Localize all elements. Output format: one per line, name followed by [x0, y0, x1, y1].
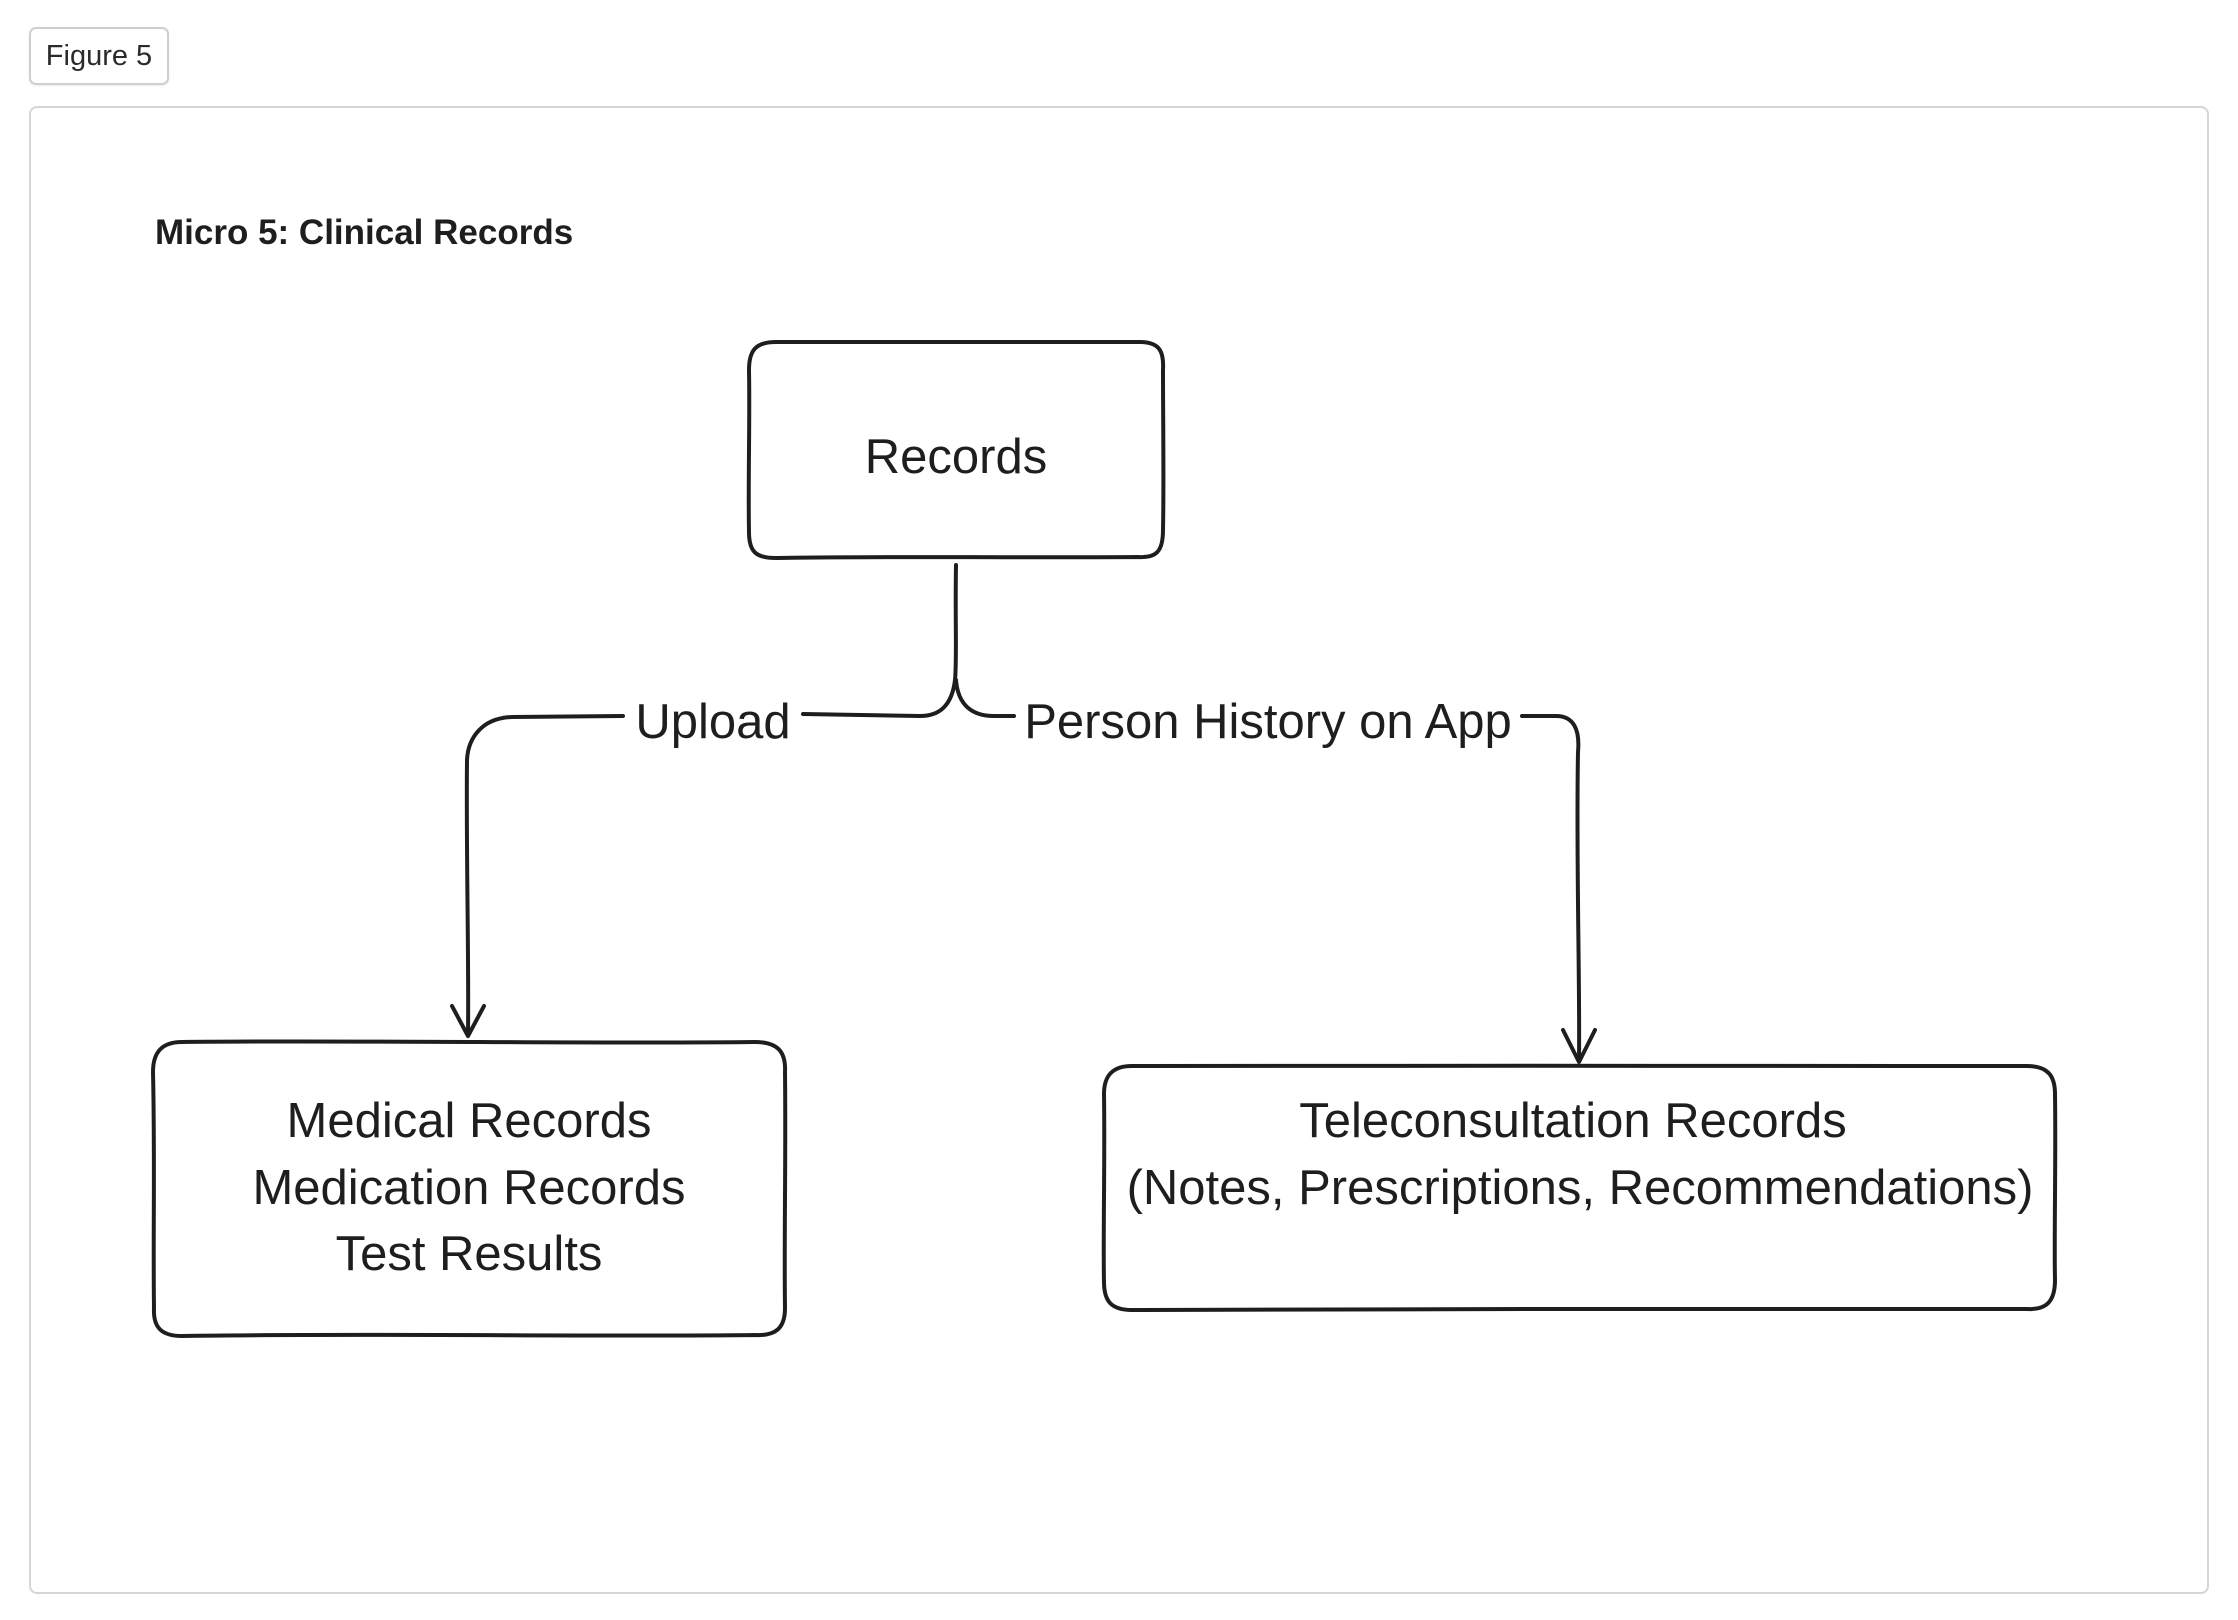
edge-history-line-left	[954, 678, 1016, 718]
node-teleconsultation-records[interactable]: Teleconsultation Records (Notes, Prescri…	[1101, 1063, 2058, 1312]
edge-history-line-right	[1520, 714, 1582, 1062]
node-teleconsultation-box	[1101, 1063, 2058, 1312]
node-medical-records[interactable]: Medical Records Medication Records Test …	[151, 1039, 788, 1338]
node-medical-box	[151, 1039, 788, 1338]
edge-history-label: Person History on App	[1024, 695, 1512, 749]
node-medical-line-1: Medical Records	[287, 1094, 652, 1148]
node-records[interactable]: Records	[746, 339, 1166, 560]
edge-upload-label: Upload	[635, 695, 790, 749]
node-teleconsultation-line-1: Teleconsultation Records	[1299, 1094, 1846, 1148]
node-medical-line-3: Test Results	[336, 1227, 603, 1281]
figure-label: Figure 5	[29, 27, 169, 85]
node-records-label: Records	[865, 430, 1047, 484]
node-teleconsultation-line-2: (Notes, Prescriptions, Recommendations)	[1127, 1161, 2034, 1215]
edge-upload-line-right	[801, 563, 958, 718]
edge-upload-line-left	[464, 714, 625, 1036]
node-records-box	[746, 339, 1166, 560]
edge-person-history[interactable]: Person History on App	[954, 678, 1597, 1064]
diagram-frame	[29, 106, 2209, 1594]
node-medical-line-2: Medication Records	[252, 1161, 685, 1215]
edge-upload[interactable]: Upload	[450, 563, 958, 1038]
edge-upload-arrowhead	[450, 1004, 486, 1038]
edge-history-arrowhead	[1561, 1028, 1597, 1064]
frame-title: Micro 5: Clinical Records	[155, 213, 573, 252]
